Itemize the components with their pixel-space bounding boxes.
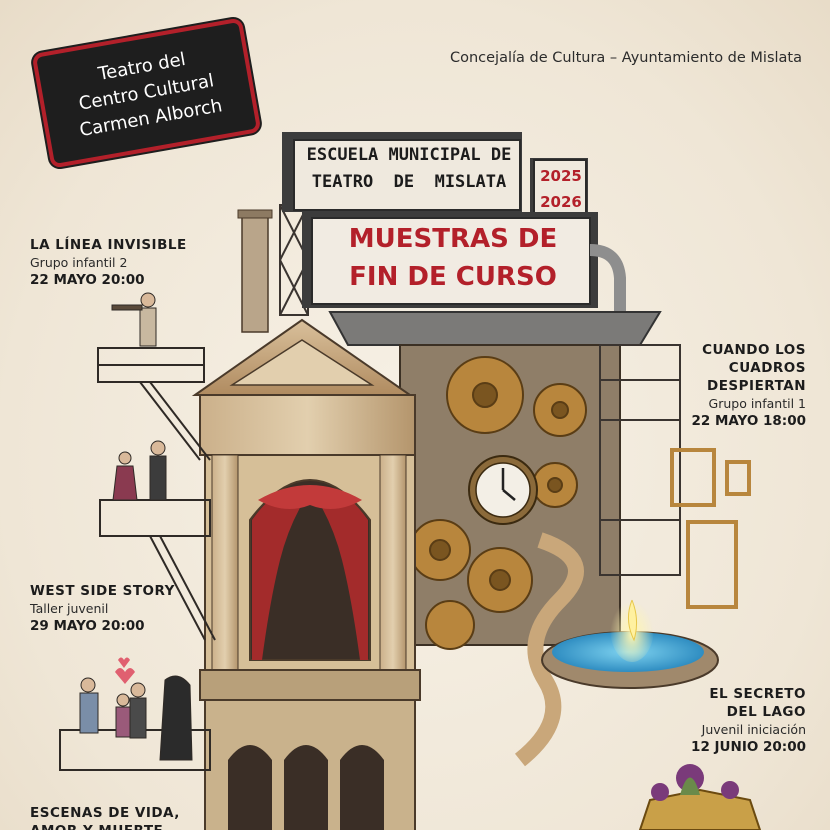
- chimney-illustration: [237, 209, 273, 333]
- event-date: 29 MAYO 20:00: [30, 618, 145, 634]
- event-west-side-story: WEST SIDE STORY Taller juvenil 29 MAYO 2…: [30, 582, 175, 636]
- event-title: LA LÍNEA INVISIBLE: [30, 237, 187, 253]
- top-sign-frame: [282, 132, 598, 308]
- lake-platform: [541, 594, 719, 689]
- event-group: Taller juvenil: [30, 601, 109, 616]
- event-escenas-de-vida: ESCENAS DE VIDA, AMOR Y MUERTE: [30, 804, 180, 830]
- year-end: 2026: [540, 193, 582, 211]
- event-group: Grupo infantil 1: [708, 396, 806, 411]
- school-line-2: TEATRO DE MISLATA: [311, 172, 507, 192]
- event-group: Juvenil iniciación: [701, 722, 806, 737]
- main-title: MUESTRAS DE FIN DE CURSO: [320, 220, 586, 296]
- year-sign: 2025 2026: [536, 163, 586, 215]
- thistle-crown-illustration: [638, 764, 762, 830]
- spiral-stair: [514, 532, 584, 767]
- event-title: WEST SIDE STORY: [30, 583, 175, 599]
- event-title-line-2: DEL LAGO: [726, 704, 806, 720]
- school-line-1: ESCUELA MUNICIPAL DE: [306, 145, 512, 165]
- event-el-secreto-del-lago: EL SECRETO DEL LAGO Juvenil iniciación 1…: [691, 685, 806, 757]
- theatre-facade: [191, 318, 421, 830]
- left-balconies: [59, 347, 216, 771]
- event-group: Grupo infantil 2: [30, 255, 128, 270]
- figures: [79, 292, 193, 761]
- gears: [409, 356, 587, 650]
- main-title-line-2: FIN DE CURSO: [349, 262, 557, 292]
- event-date: 22 MAYO 18:00: [691, 413, 806, 429]
- event-title-line-3: DESPIERTAN: [707, 378, 806, 394]
- event-cuando-los-cuadros-despiertan: CUANDO LOS CUADROS DESPIERTAN Grupo infa…: [691, 341, 806, 431]
- year-start: 2025: [540, 167, 582, 185]
- event-title-line-2: CUADROS: [728, 360, 806, 376]
- event-la-linea-invisible: LA LÍNEA INVISIBLE Grupo infantil 2 22 M…: [30, 236, 187, 290]
- event-title-line-1: EL SECRETO: [709, 686, 806, 702]
- event-date: 22 MAYO 20:00: [30, 272, 145, 288]
- event-title-line-2: AMOR Y MUERTE: [30, 822, 180, 830]
- school-sign: ESCUELA MUNICIPAL DE TEATRO DE MISLATA: [300, 142, 518, 208]
- pipe: [589, 244, 626, 330]
- event-title-line-1: CUANDO LOS: [702, 342, 806, 358]
- event-title-line-1: ESCENAS DE VIDA,: [30, 805, 180, 821]
- clock-icon: [468, 455, 538, 525]
- picture-frames: [670, 448, 751, 609]
- main-title-line-1: MUESTRAS DE: [348, 224, 558, 254]
- event-date: 12 JUNIO 20:00: [691, 739, 806, 755]
- organizer-text: Concejalía de Cultura – Ayuntamiento de …: [449, 50, 802, 66]
